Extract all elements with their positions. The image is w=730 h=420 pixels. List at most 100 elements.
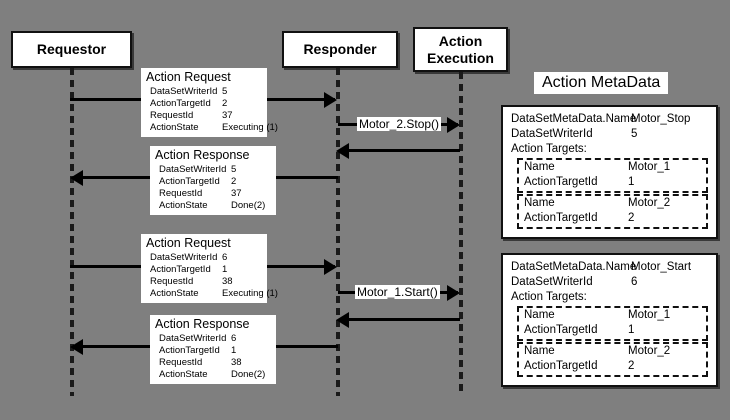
target-name-key: Name (524, 161, 555, 173)
note-row: DataSetWriterId 5 (155, 164, 272, 176)
target-id-key: ActionTargetId (524, 324, 598, 336)
note-row: RequestId 37 (146, 110, 263, 122)
metadata-writer-row: DataSetWriterId 5 (511, 127, 708, 142)
note-action-response-2[interactable]: Action Response DataSetWriterId 6 Action… (150, 315, 276, 384)
target-id-row: ActionTargetId 2 (524, 211, 700, 226)
target-name-key: Name (524, 197, 555, 209)
metadata-name-value: Motor_Stop (631, 113, 691, 125)
target-id-row: ActionTargetId 1 (524, 175, 700, 190)
note-key: DataSetWriterId (159, 333, 227, 344)
target-name-value: Motor_2 (628, 197, 671, 209)
note-value: 5 (231, 164, 237, 175)
note-value: 2 (222, 98, 228, 109)
note-row: DataSetWriterId 6 (155, 333, 272, 345)
note-key: ActionTargetId (159, 345, 220, 356)
metadata-name-row: DataSetMetaData.Name Motor_Start (511, 260, 708, 275)
note-key: DataSetWriterId (150, 252, 218, 263)
call-label-1: Motor_2.Stop() (357, 117, 442, 131)
note-value: Done(2) (231, 200, 266, 211)
note-value: 38 (222, 276, 233, 287)
lifeline-header-requestor[interactable]: Requestor (11, 31, 132, 68)
target-name-key: Name (524, 345, 555, 357)
note-row: ActionTargetId 1 (155, 345, 272, 357)
note-value: 38 (231, 357, 242, 368)
lifeline-responder (336, 68, 340, 396)
arrowhead-call-1 (447, 117, 460, 133)
note-row: ActionTargetId 2 (155, 176, 272, 188)
lifeline-action-execution (459, 72, 463, 396)
lifeline-label-requestor: Requestor (36, 41, 107, 58)
target-id-key: ActionTargetId (524, 212, 598, 224)
note-value: 2 (231, 176, 237, 187)
target-id-value: 1 (628, 176, 635, 188)
arrowhead-call-return-1 (336, 143, 349, 159)
target-name-row: Name Motor_2 (524, 196, 700, 211)
note-value: 6 (222, 252, 228, 263)
arrowhead-response-2 (70, 339, 83, 355)
target-id-row: ActionTargetId 2 (524, 359, 700, 374)
note-action-request-2[interactable]: Action Request DataSetWriterId 6 ActionT… (141, 234, 278, 303)
metadata-name-key: DataSetMetaData.Name (511, 261, 637, 273)
lifeline-header-responder[interactable]: Responder (282, 31, 398, 68)
note-key: RequestId (150, 276, 194, 287)
action-target-item[interactable]: Name Motor_1 ActionTargetId 1 (517, 158, 708, 193)
target-name-row: Name Motor_2 (524, 344, 700, 359)
note-key: ActionTargetId (150, 264, 211, 275)
lifeline-label-action-execution-line1: Action (438, 33, 483, 50)
note-action-request-1[interactable]: Action Request DataSetWriterId 5 ActionT… (141, 68, 278, 137)
arrow-call-return-1 (340, 149, 460, 152)
metadata-entry-motor-stop[interactable]: DataSetMetaData.Name Motor_Stop DataSetW… (501, 105, 718, 239)
metadata-name-key: DataSetMetaData.Name (511, 113, 637, 125)
note-row: ActionState Done(2) (155, 369, 272, 381)
note-value: 37 (222, 110, 233, 121)
note-title: Action Request (146, 70, 231, 84)
note-key: DataSetWriterId (159, 164, 227, 175)
note-key: ActionState (159, 200, 208, 211)
lifeline-label-action-execution-line2: Execution (427, 49, 494, 66)
note-value: Executing (1) (222, 288, 278, 299)
target-name-value: Motor_1 (628, 161, 671, 173)
note-key: RequestId (150, 110, 194, 121)
note-row: DataSetWriterId 6 (146, 252, 263, 264)
note-key: DataSetWriterId (150, 86, 218, 97)
metadata-writer-key: DataSetWriterId (511, 128, 593, 140)
note-row: ActionTargetId 1 (146, 264, 263, 276)
arrow-call-return-2 (340, 318, 460, 321)
note-value: Executing (1) (222, 122, 278, 133)
action-target-item[interactable]: Name Motor_1 ActionTargetId 1 (517, 306, 708, 341)
metadata-writer-key: DataSetWriterId (511, 276, 593, 288)
note-title: Action Response (155, 317, 250, 331)
metadata-name-row: DataSetMetaData.Name Motor_Stop (511, 112, 708, 127)
target-name-row: Name Motor_1 (524, 308, 700, 323)
target-id-key: ActionTargetId (524, 360, 598, 372)
action-target-item[interactable]: Name Motor_2 ActionTargetId 2 (517, 194, 708, 229)
note-row: RequestId 37 (155, 188, 272, 200)
note-key: ActionState (150, 122, 199, 133)
metadata-targets-label: Action Targets: (511, 291, 587, 303)
lifeline-label-responder: Responder (303, 41, 377, 58)
note-title: Action Request (146, 236, 231, 250)
lifeline-header-action-execution[interactable]: Action Execution (413, 27, 508, 72)
metadata-writer-value: 5 (631, 128, 638, 140)
metadata-writer-row: DataSetWriterId 6 (511, 275, 708, 290)
arrowhead-call-return-2 (336, 312, 349, 328)
note-row: ActionState Executing (1) (146, 288, 278, 300)
arrowhead-request-1 (324, 92, 337, 108)
note-row: DataSetWriterId 5 (146, 86, 263, 98)
note-row: RequestId 38 (155, 357, 272, 369)
note-row: ActionState Done(2) (155, 200, 272, 212)
action-target-item[interactable]: Name Motor_2 ActionTargetId 2 (517, 342, 708, 377)
metadata-entry-motor-start[interactable]: DataSetMetaData.Name Motor_Start DataSet… (501, 253, 718, 387)
note-key: ActionTargetId (150, 98, 211, 109)
call-label-2: Motor_1.Start() (355, 285, 440, 299)
note-row: ActionState Executing (1) (146, 122, 278, 134)
note-key: ActionTargetId (159, 176, 220, 187)
note-value: 37 (231, 188, 242, 199)
target-name-value: Motor_2 (628, 345, 671, 357)
target-id-row: ActionTargetId 1 (524, 323, 700, 338)
note-action-response-1[interactable]: Action Response DataSetWriterId 5 Action… (150, 146, 276, 215)
target-name-row: Name Motor_1 (524, 160, 700, 175)
metadata-targets-label: Action Targets: (511, 143, 587, 155)
note-value: 1 (222, 264, 228, 275)
